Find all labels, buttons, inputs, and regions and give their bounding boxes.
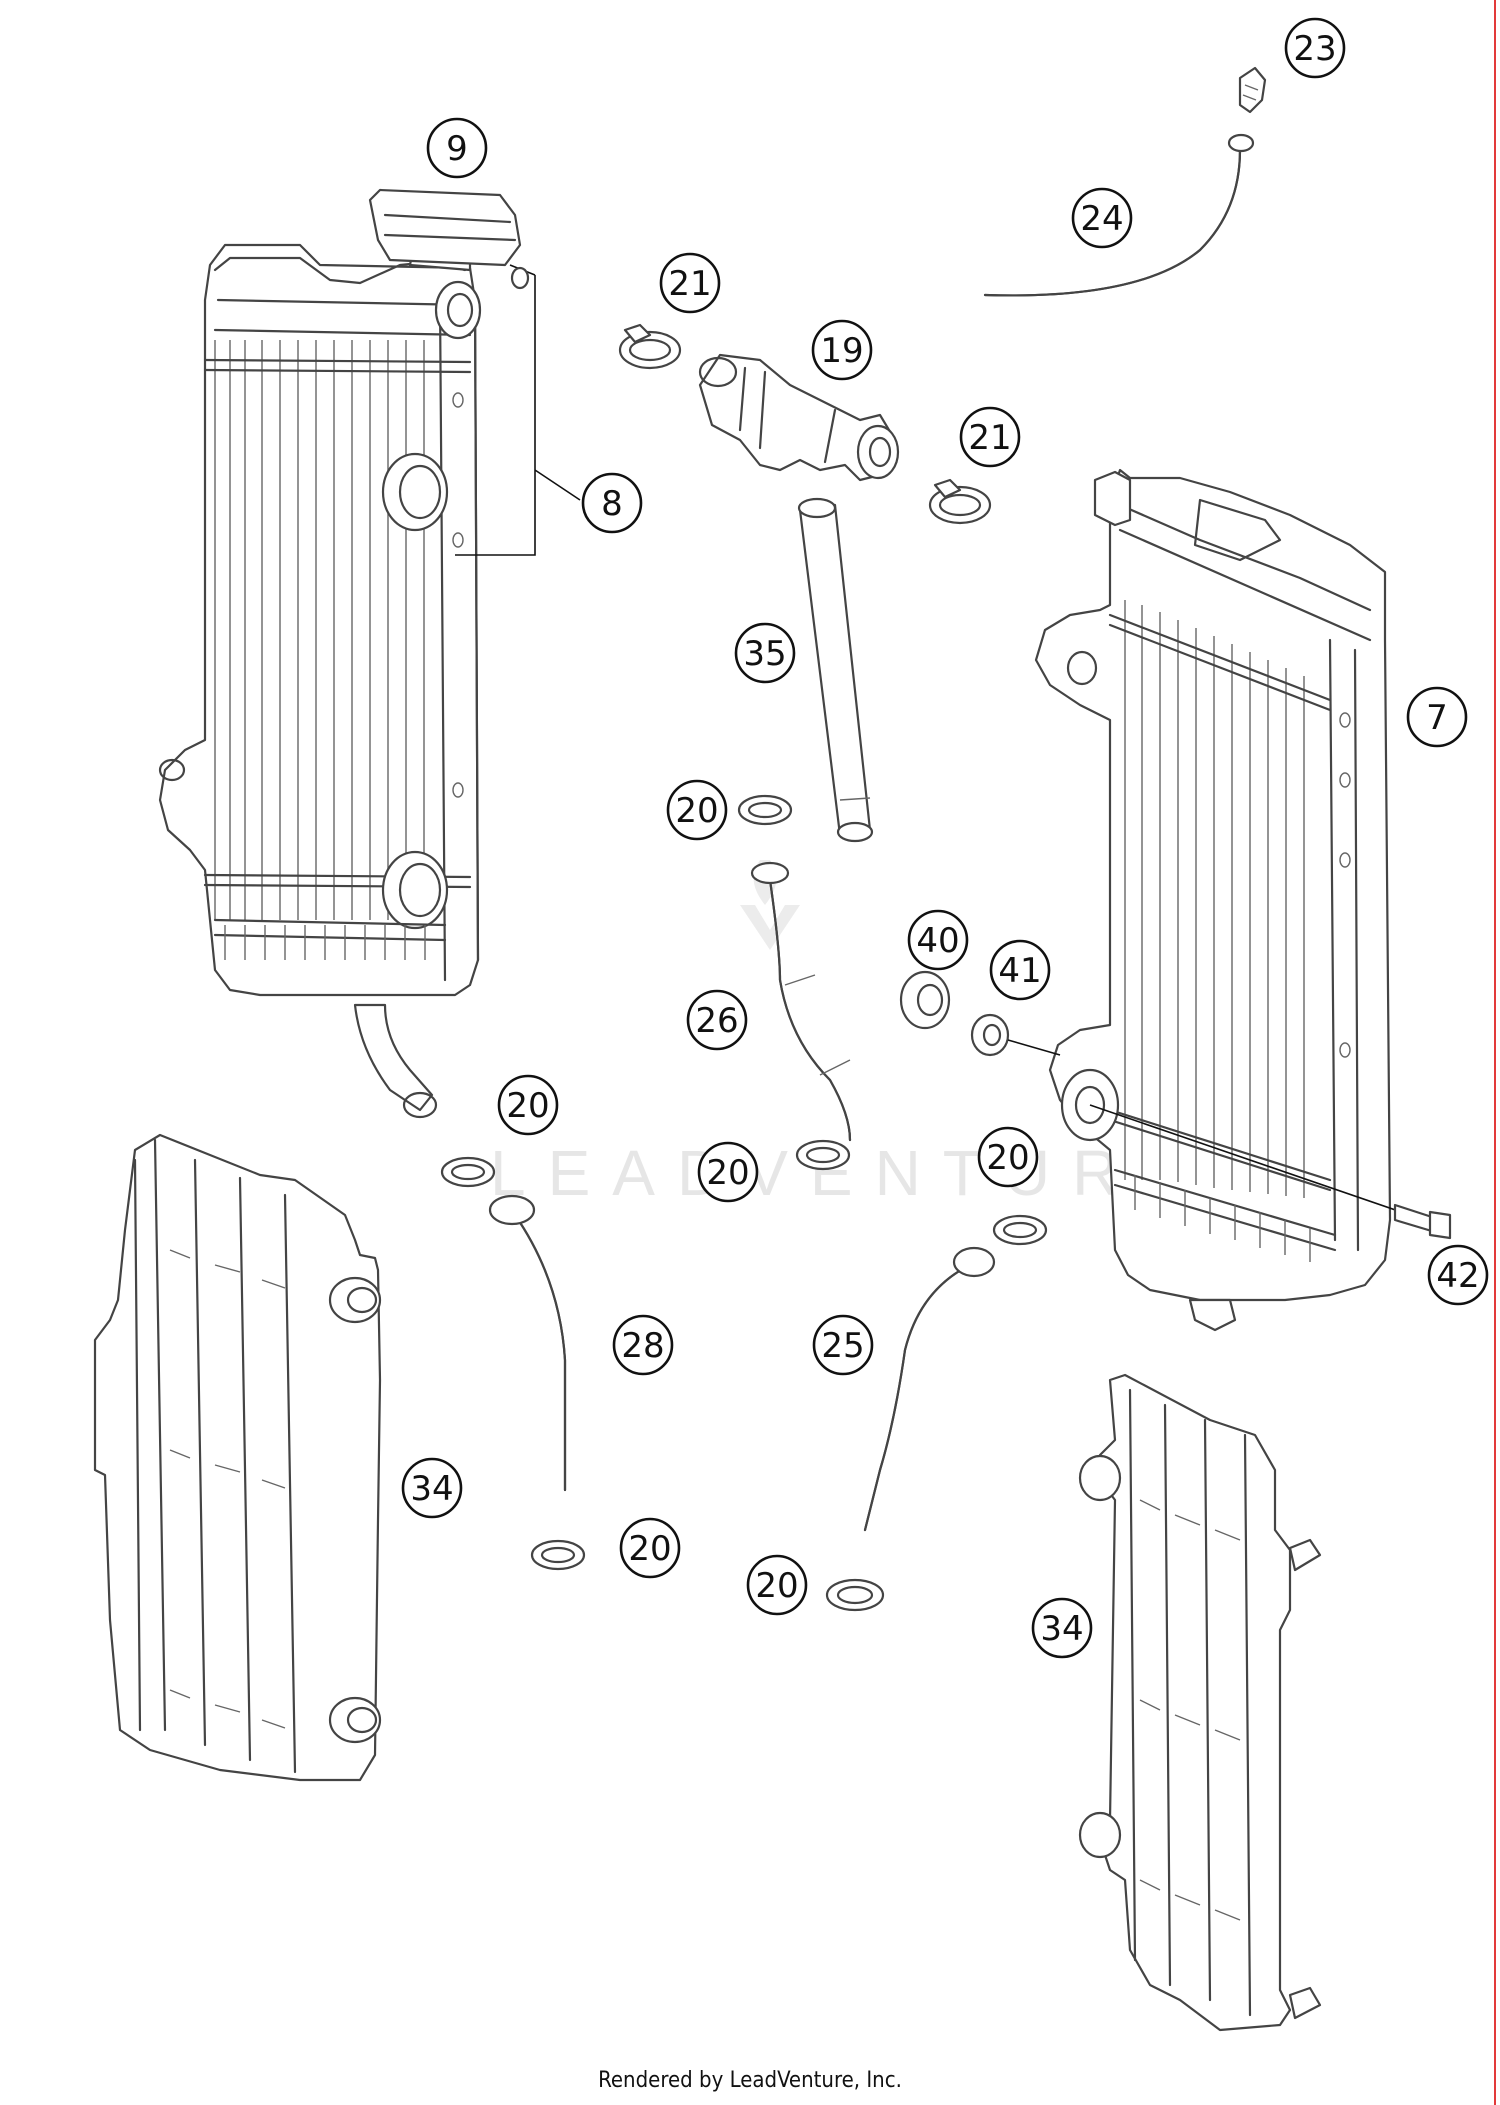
callout-label: 20	[706, 1153, 749, 1193]
mounting-bolt[interactable]	[1089, 1104, 1452, 1240]
hose-clamp-20-d[interactable]	[992, 1214, 1048, 1246]
bent-coolant-hose[interactable]	[750, 861, 852, 1142]
hose-clamp-20-c[interactable]	[440, 1156, 496, 1188]
callout-40: 40	[907, 909, 969, 971]
rubber-grommet[interactable]	[899, 970, 951, 1030]
callout-21-left: 21	[659, 252, 721, 314]
washer[interactable]	[970, 1013, 1061, 1057]
footer-credit: Rendered by LeadVenture, Inc.	[598, 2068, 902, 2093]
callout-label: 8	[601, 484, 623, 524]
t-piece-connector[interactable]	[698, 353, 900, 482]
callout-9: 9	[426, 117, 488, 179]
straight-coolant-pipe[interactable]	[797, 497, 874, 843]
hose-clamp-20-a[interactable]	[737, 794, 793, 826]
callout-23: 23	[1284, 17, 1346, 79]
callout-19: 19	[811, 319, 873, 381]
callout-label: 20	[628, 1529, 671, 1569]
callout-label: 20	[506, 1086, 549, 1126]
callout-label: 9	[446, 129, 468, 169]
callout-35: 35	[734, 622, 796, 684]
callout-label: 23	[1293, 29, 1336, 69]
left-radiator-shroud[interactable]	[93, 1133, 382, 1782]
callout-label: 35	[743, 634, 786, 674]
callout-26: 26	[686, 989, 748, 1051]
hose-clamp-20-e[interactable]	[530, 1539, 586, 1571]
overflow-hose[interactable]	[983, 133, 1255, 297]
left-radiator[interactable]	[158, 238, 581, 1119]
callout-label: 41	[998, 951, 1041, 991]
callout-34-right: 34	[1031, 1597, 1093, 1659]
callout-42: 42	[1427, 1244, 1489, 1306]
callout-8: 8	[581, 472, 643, 534]
hose-fitting[interactable]	[1238, 66, 1267, 114]
callout-7: 7	[1406, 686, 1468, 748]
callout-20-a: 20	[666, 779, 728, 841]
hose-clamp-21-left[interactable]	[618, 323, 682, 370]
hose-clamp-21-right[interactable]	[928, 478, 992, 525]
callout-20-e: 20	[619, 1517, 681, 1579]
callout-label: 20	[675, 791, 718, 831]
hose-clamp-20-f[interactable]	[825, 1578, 885, 1612]
callout-label: 21	[968, 418, 1011, 458]
right-edge-border	[1494, 0, 1496, 2105]
lower-coolant-hose-right[interactable]	[863, 1246, 996, 1532]
callout-label: 25	[821, 1326, 864, 1366]
callout-label: 28	[621, 1326, 664, 1366]
callout-label: 42	[1436, 1256, 1479, 1296]
callout-label: 20	[755, 1566, 798, 1606]
callout-20-f: 20	[746, 1554, 808, 1616]
callout-20-d: 20	[977, 1126, 1039, 1188]
callout-34-left: 34	[401, 1457, 463, 1519]
callout-20-b: 20	[497, 1074, 559, 1136]
callout-24: 24	[1071, 187, 1133, 249]
callout-label: 34	[1040, 1609, 1083, 1649]
callout-label: 7	[1426, 698, 1448, 738]
right-radiator-shroud[interactable]	[1078, 1373, 1322, 2032]
callout-label: 21	[668, 264, 711, 304]
callout-28: 28	[612, 1314, 674, 1376]
callout-25: 25	[812, 1314, 874, 1376]
hose-clamp-20-b[interactable]	[795, 1139, 851, 1171]
callout-20-c: 20	[697, 1141, 759, 1203]
callout-21-right: 21	[959, 406, 1021, 468]
callout-41: 41	[989, 939, 1051, 1001]
radiator-cap[interactable]	[368, 188, 530, 290]
callout-label: 19	[820, 331, 863, 371]
lower-coolant-hose-left[interactable]	[488, 1194, 567, 1492]
watermark-text: LEADVENTURE	[490, 1137, 1205, 1209]
callout-label: 40	[916, 921, 959, 961]
callout-label: 34	[410, 1469, 453, 1509]
callout-label: 26	[695, 1001, 738, 1041]
callout-label: 20	[986, 1138, 1029, 1178]
callout-label: 24	[1080, 199, 1123, 239]
